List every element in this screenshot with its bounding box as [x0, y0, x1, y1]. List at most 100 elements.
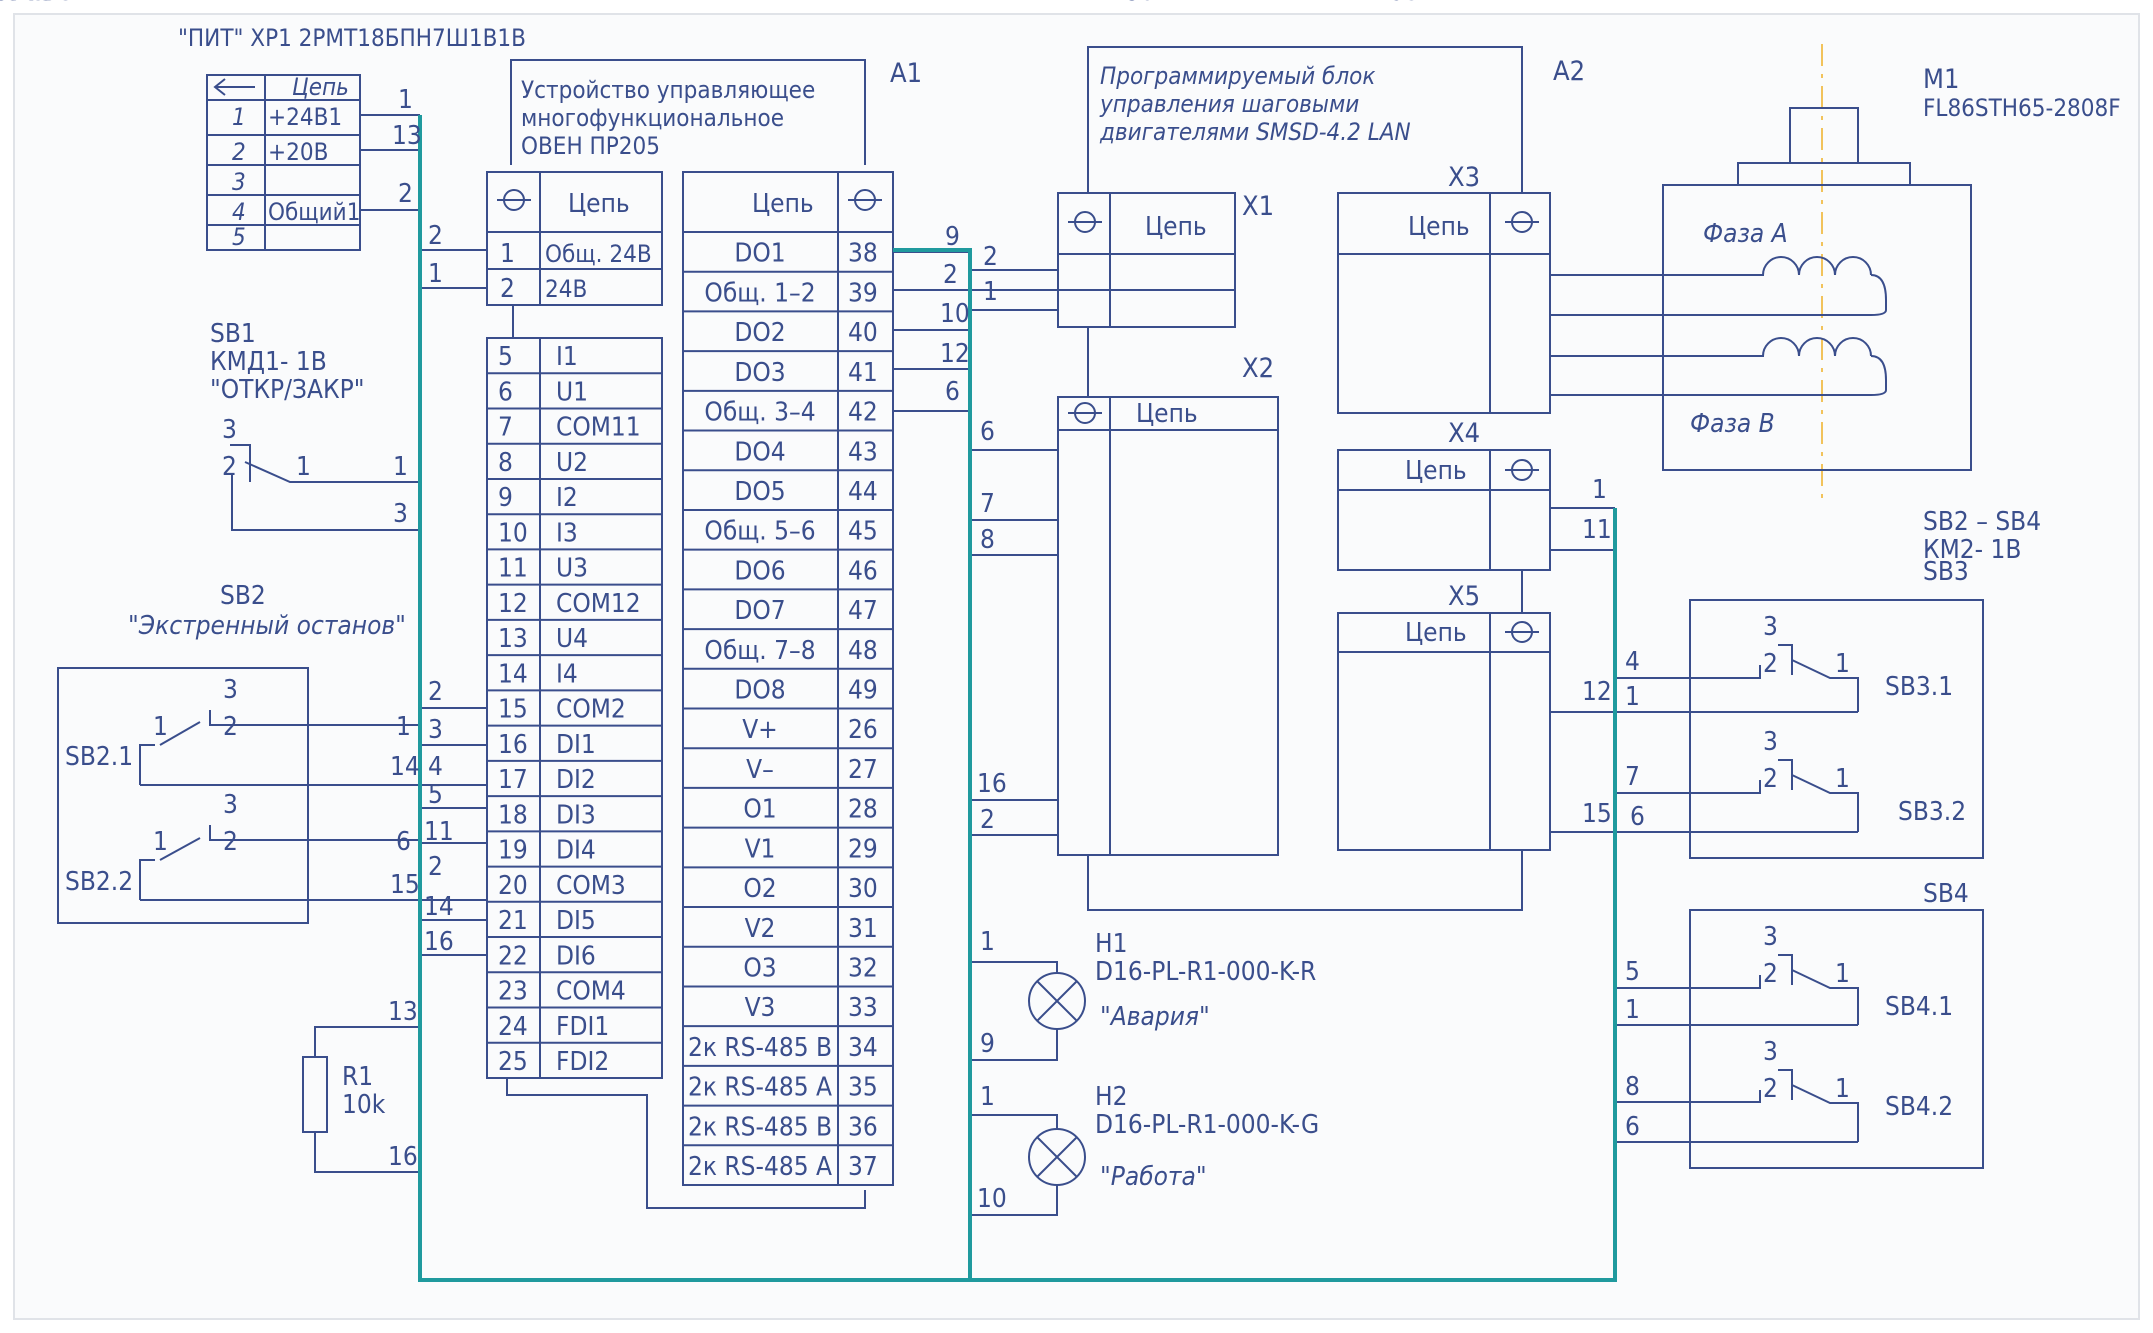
wire-number: 1 — [980, 1082, 995, 1112]
wire-number: 2 — [943, 260, 958, 290]
wire-number: 5 — [1625, 957, 1640, 987]
x4-net-name: RELAY — [0, 0, 37, 7]
x4-net-name: RELAY — [0, 0, 37, 7]
a1-pin-number: 27 — [848, 755, 878, 785]
wire-number: 9 — [945, 222, 960, 252]
a1-net-name: COM4 — [556, 977, 626, 1007]
a1-pin-number: 34 — [848, 1033, 878, 1063]
wire-number: 2 — [980, 805, 995, 835]
a2-title-3: двигателями SMSD-4.2 LAN — [1099, 118, 1411, 146]
sb2-2-label: SB2.2 — [65, 867, 133, 897]
sb2-label: "Экстренный останов" — [128, 611, 406, 641]
a1-pin-number: 36 — [848, 1112, 878, 1142]
a1-pin-number: 35 — [848, 1073, 878, 1103]
a1-net-name: 2к RS-485 A — [688, 1073, 832, 1103]
wire-number: 16 — [424, 927, 454, 957]
a1-pin-number: 33 — [848, 993, 878, 1023]
wire-number: 15 — [390, 870, 420, 900]
a1-net-name: DI1 — [556, 730, 596, 760]
a1-pin-number: 9 — [498, 483, 513, 513]
a1-net-name: DO8 — [734, 676, 785, 706]
x2-pin-number: 1 — [1125, 0, 1140, 7]
a1-pin-number: 48 — [848, 636, 878, 666]
wire-number: 7 — [1625, 762, 1640, 792]
a1-net-name: V3 — [745, 993, 776, 1023]
xp1-title: "ПИТ" XP1 2РМТ18БПН7Ш1В1В — [178, 24, 526, 52]
xp1-pin-number: 2 — [232, 138, 246, 166]
r1-ref: R1 — [342, 1062, 373, 1092]
a1-pin-number: 5 — [498, 342, 513, 372]
a1-net-name: 2к RS-485 B — [688, 1033, 832, 1063]
a1-pin-number: 12 — [498, 589, 528, 619]
svg-text:1: 1 — [1835, 1074, 1850, 1104]
a2-device: A2 Программируемый блок управления шагов… — [0, 0, 1585, 911]
a1-net-name: FDI1 — [556, 1012, 609, 1042]
wire-number: 11 — [424, 817, 454, 847]
xp1-connector: "ПИТ" XP1 2РМТ18БПН7Ш1В1В Цепь 1+24В12+2… — [178, 24, 526, 251]
svg-text:2: 2 — [223, 827, 238, 857]
terminal-icon — [1505, 459, 1539, 481]
a1-pin-number: 8 — [498, 448, 513, 478]
a1-net-name: DI6 — [556, 941, 596, 971]
sb1-label: "ОТКР/ЗАКР" — [210, 375, 365, 405]
x2-net-name: GND — [0, 0, 27, 7]
a1-pin-number: 44 — [848, 477, 878, 507]
a1-title-3: ОВЕН ПР205 — [521, 132, 660, 160]
xp1-net-name: Общий1 — [268, 198, 360, 226]
a1-net-name: U2 — [556, 448, 588, 478]
xp1-pin-number: 5 — [232, 223, 246, 251]
x2-pin-number: 4 — [1125, 0, 1140, 7]
svg-text:1: 1 — [296, 452, 311, 482]
h1-model: D16-PL-R1-000-K-R — [1095, 957, 1316, 987]
x1-net-name: GND — [0, 0, 27, 7]
x3-pin-number: 2 — [1405, 0, 1420, 7]
a1-net-name: COM3 — [556, 871, 626, 901]
xp1-pin-number: 1 — [232, 103, 246, 131]
a1-net-name: DO4 — [734, 437, 785, 467]
x2-net-name: IN0 — [0, 0, 20, 7]
a1-net-name: I2 — [556, 483, 578, 513]
sb2-ref: SB2 — [220, 581, 266, 611]
terminal-icon — [1068, 211, 1102, 233]
arrow-left-icon — [213, 78, 255, 96]
a1-pin-number: 29 — [848, 834, 878, 864]
x2-net-name: IN1 — [0, 0, 20, 7]
a1-pin-number: 14 — [498, 659, 528, 689]
sb1-model: КМД1- 1В — [210, 347, 327, 377]
x5-ref: X5 — [1448, 581, 1480, 612]
x2-net-name: HARD STOP — [0, 0, 68, 7]
x5-pin-number: 4 — [1390, 0, 1405, 7]
x5-pin-number: 3 — [1390, 0, 1405, 7]
sb4-switch: SB4 SB4.1 SB4.2 — [1689, 879, 1984, 1169]
wire-number: 1 — [1592, 475, 1607, 505]
wire-number: 8 — [980, 525, 995, 555]
terminal-icon — [848, 189, 882, 211]
x2-pin-number: 8 — [1125, 0, 1140, 7]
x1-ref: X1 — [1242, 191, 1274, 222]
x2-header: Цепь — [1136, 399, 1198, 429]
a1-title-1: Устройство управляющее — [521, 76, 815, 104]
a1-pin-number: 17 — [498, 765, 528, 795]
x2-net-name: GO TO ZERO — [0, 0, 75, 7]
svg-text:3: 3 — [1763, 727, 1778, 757]
a1-net-name: Общ. 1–2 — [704, 278, 815, 308]
x3-pin-number: 3 — [1405, 0, 1420, 7]
x3-pin-number: 4 — [1405, 0, 1420, 7]
r1-value: 10k — [342, 1090, 386, 1120]
a1-pin-number: 28 — [848, 795, 878, 825]
wire-number: 1 — [428, 259, 443, 289]
h2-ref: H2 — [1095, 1082, 1127, 1112]
a1-pin-number: 18 — [498, 800, 528, 830]
a1-pin-number: 41 — [848, 358, 878, 388]
wire-number: 16 — [388, 1142, 418, 1172]
wire-number: 11 — [1582, 515, 1612, 545]
a1-net-name: O3 — [743, 953, 776, 983]
wire-number: 3 — [393, 499, 408, 529]
xp1-pin-number: 3 — [232, 168, 246, 196]
a1-pin-number: 42 — [848, 398, 878, 428]
xp1-pin-number: 4 — [232, 198, 246, 226]
wire-number: 16 — [977, 769, 1007, 799]
wire-number: 12 — [1582, 677, 1612, 707]
